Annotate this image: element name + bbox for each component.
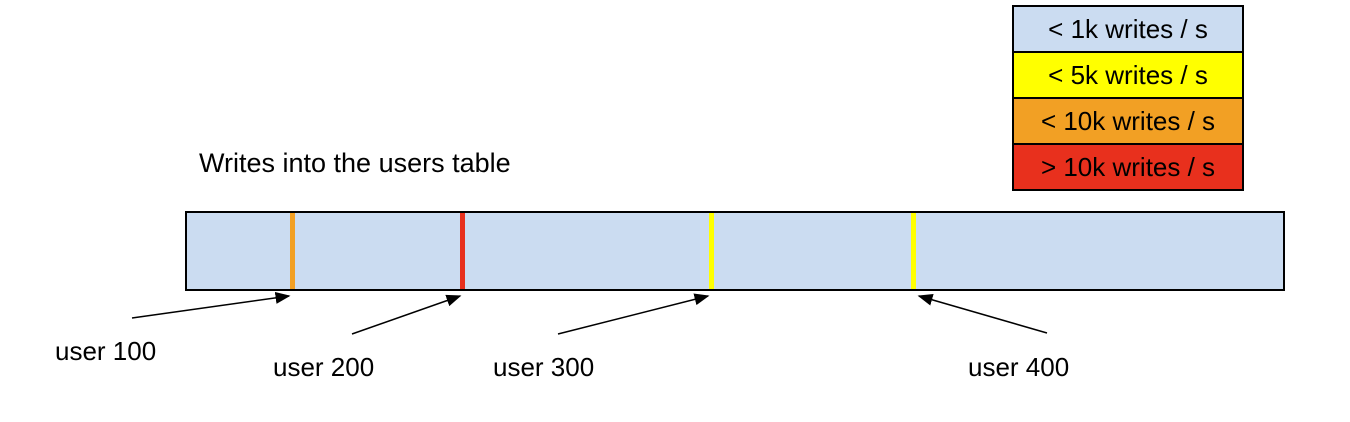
arrow-user-100 xyxy=(131,291,291,319)
write-hotspot-marker-user-100 xyxy=(290,213,295,289)
legend-item-gt-10k: > 10k writes / s xyxy=(1012,143,1244,191)
user-200-label: user 200 xyxy=(273,352,375,382)
diagram-title: Writes into the users table xyxy=(199,148,511,178)
write-hotspot-marker-user-300 xyxy=(709,213,714,289)
legend-item-lt-5k: < 5k writes / s xyxy=(1012,51,1244,99)
legend: < 1k writes / s < 5k writes / s < 10k wr… xyxy=(1012,5,1244,191)
user-400-label: user 400 xyxy=(968,352,1070,382)
user-100-label: user 100 xyxy=(55,336,157,366)
legend-item-lt-10k: < 10k writes / s xyxy=(1012,97,1244,145)
legend-item-label: > 10k writes / s xyxy=(1040,151,1216,182)
legend-item-lt-1k: < 1k writes / s xyxy=(1012,5,1244,53)
arrow-user-300 xyxy=(557,293,710,335)
arrow-user-400 xyxy=(917,293,1048,334)
write-hotspot-marker-user-400 xyxy=(911,213,916,289)
legend-item-label: < 5k writes / s xyxy=(1048,59,1208,90)
user-300-label: user 300 xyxy=(493,352,595,382)
legend-item-label: < 1k writes / s xyxy=(1048,13,1208,44)
users-table-bar xyxy=(185,211,1285,291)
legend-item-label: < 10k writes / s xyxy=(1040,105,1216,136)
write-hotspot-marker-user-200 xyxy=(460,213,465,289)
arrow-user-200 xyxy=(351,294,462,335)
